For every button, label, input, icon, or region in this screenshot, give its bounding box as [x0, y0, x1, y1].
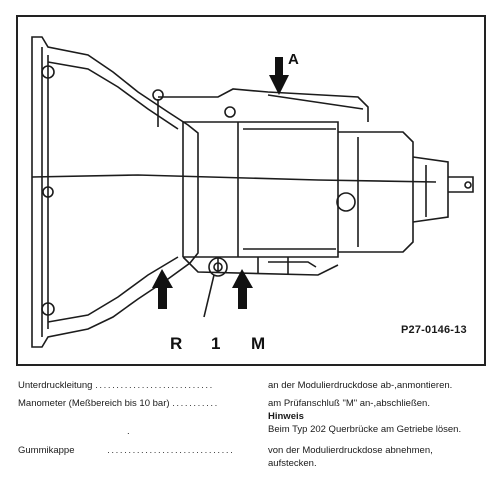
label-m: M [251, 334, 266, 353]
hint-title: Hinweis [268, 411, 304, 422]
hint-text: Beim Typ 202 Querbrücke am Getriebe löse… [268, 424, 462, 435]
part-name: Gummikappe [18, 445, 75, 456]
label-1: 1 [211, 334, 221, 353]
row-label-0: Unterdruckleitung ......................… [18, 380, 214, 392]
row-action-1: am Prüfanschluß "M" an-,abschließen. [268, 398, 430, 409]
label-a: A [288, 51, 299, 68]
figure-code: P27-0146-13 [401, 324, 467, 336]
leader-dots: .............................. [107, 445, 235, 456]
leader-dots: ........... [172, 398, 219, 409]
part-name: Unterdruckleitung [18, 380, 93, 391]
transmission-figure: A R 1 M P27-0146-13 [16, 15, 486, 366]
stray-mark: . [127, 426, 130, 437]
leader-dots: ............................ [95, 380, 214, 391]
part-name: Manometer (Meßbereich bis 10 bar) [18, 398, 170, 409]
label-r: R [170, 334, 183, 353]
row-label-1: Manometer (Meßbereich bis 10 bar) ......… [18, 398, 219, 410]
row-label-3: Gummikappe .............................… [18, 445, 234, 457]
transmission-drawing [31, 36, 474, 348]
row-action-3b: aufstecken. [268, 458, 317, 469]
row-action-3: von der Modulierdruckdose abnehmen, [268, 445, 433, 456]
row-action-0: an der Modulierdruckdose ab-,anmontieren… [268, 380, 453, 391]
